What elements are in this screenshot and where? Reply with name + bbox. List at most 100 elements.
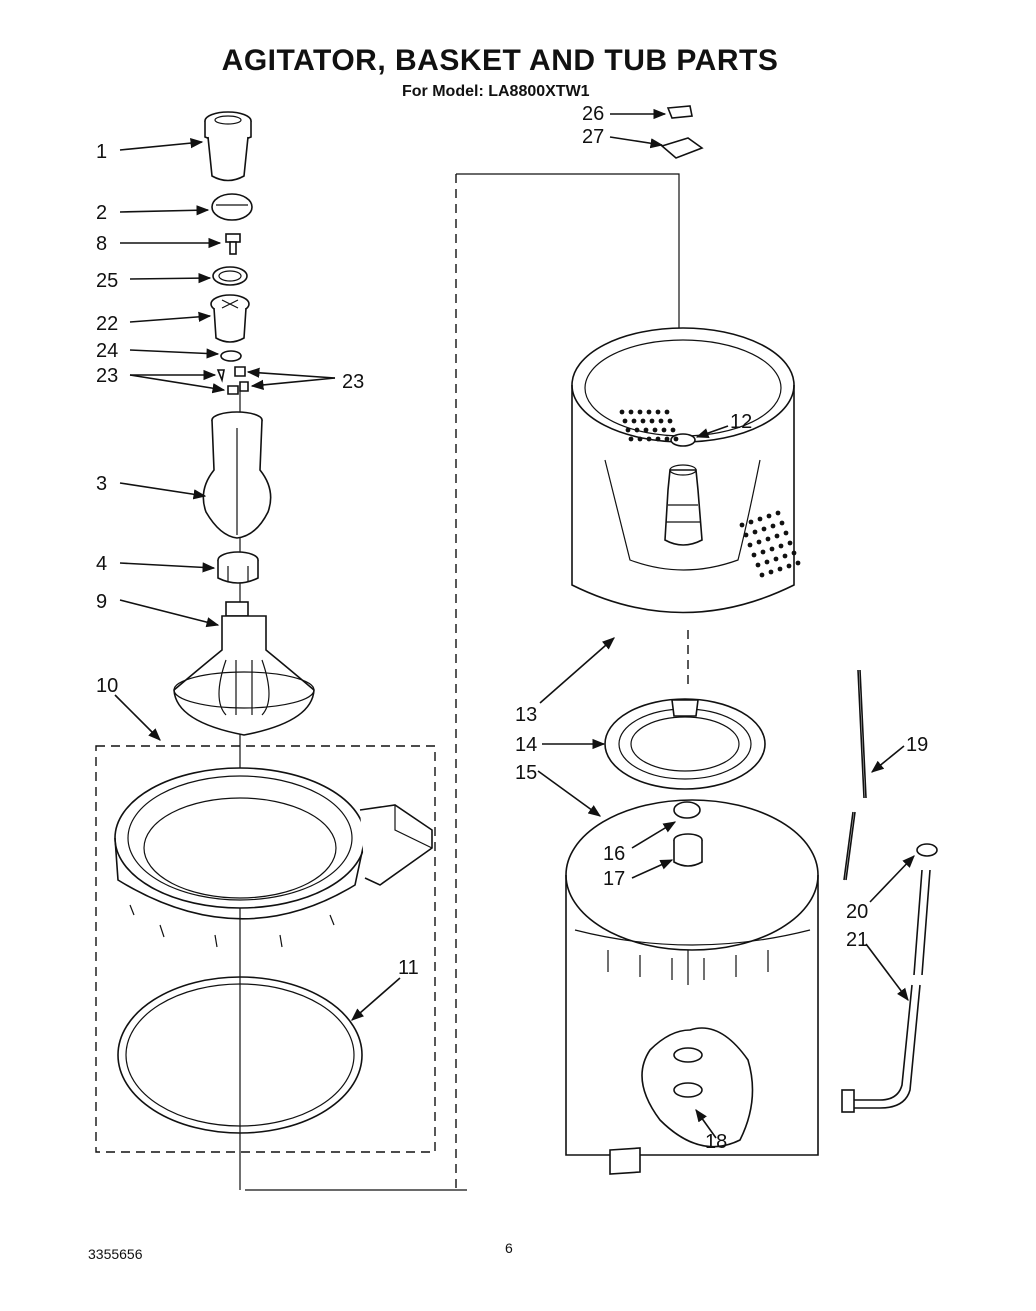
part-22-cam — [210, 294, 250, 343]
perforation-hole — [646, 436, 652, 442]
perforation-hole — [649, 418, 655, 424]
perforation-hole — [661, 427, 667, 433]
perforation-hole — [664, 436, 670, 442]
perforation-hole — [795, 560, 801, 566]
perforation-hole — [760, 549, 766, 555]
part-23-dogs — [216, 366, 249, 395]
perforation-hole — [643, 427, 649, 433]
perforation-hole — [770, 523, 776, 529]
callout-27: 27 — [582, 126, 604, 148]
perforation-hole — [619, 409, 625, 415]
basket-perforations — [619, 409, 801, 578]
part-2-cap-cover — [211, 193, 253, 221]
perforation-hole — [757, 516, 763, 522]
perforation-hole — [640, 418, 646, 424]
part-3-agitator-barrel — [202, 411, 272, 539]
perforation-hole — [775, 510, 781, 516]
part-9-agitator-base — [173, 601, 315, 736]
perforation-hole — [652, 427, 658, 433]
perforation-hole — [764, 559, 770, 565]
callout-21: 21 — [846, 929, 868, 951]
part-17-bearing — [673, 833, 703, 867]
perforation-hole — [637, 409, 643, 415]
perforation-hole — [628, 436, 634, 442]
perforation-hole — [751, 552, 757, 558]
part-10-tub-ring — [114, 767, 433, 948]
callout-2: 2 — [96, 202, 107, 224]
perforation-hole — [622, 418, 628, 424]
callout-19: 19 — [906, 734, 928, 756]
perforation-hole — [667, 418, 673, 424]
perforation-hole — [773, 556, 779, 562]
perforation-hole — [743, 532, 749, 538]
perforation-hole — [778, 543, 784, 549]
perforation-hole — [631, 418, 637, 424]
part-21-drain-hose — [841, 869, 931, 1113]
part-20-clamp — [916, 843, 938, 857]
document-number: 3355656 — [88, 1246, 143, 1262]
callout-23-right: 23 — [342, 371, 364, 393]
perforation-hole — [747, 542, 753, 548]
leader-arrows — [114, 108, 915, 1139]
perforation-hole — [670, 427, 676, 433]
callout-3: 3 — [96, 473, 107, 495]
part-11-tub-seal — [117, 976, 363, 1134]
callout-20: 20 — [846, 901, 868, 923]
model-subtitle: For Model: LA8800XTW1 — [402, 83, 590, 100]
page-number: 6 — [505, 1240, 513, 1256]
callout-14: 14 — [515, 734, 537, 756]
callout-8: 8 — [96, 233, 107, 255]
part-25-seal-ring — [212, 266, 248, 286]
callout-23-left: 23 — [96, 365, 118, 387]
perforation-hole — [766, 513, 772, 519]
callout-1: 1 — [96, 141, 107, 163]
part-24-retaining-ring — [220, 350, 242, 362]
perforation-hole — [783, 530, 789, 536]
perforation-hole — [673, 436, 679, 442]
perforation-hole — [655, 409, 661, 415]
callout-18: 18 — [705, 1131, 727, 1153]
part-26-clip — [666, 105, 693, 119]
perforation-hole — [786, 563, 792, 569]
perforation-hole — [628, 409, 634, 415]
perforation-hole — [759, 572, 765, 578]
callout-22: 22 — [96, 313, 118, 335]
perforation-hole — [634, 427, 640, 433]
perforation-hole — [739, 522, 745, 528]
part-4-coupling — [217, 551, 259, 584]
perforation-hole — [791, 550, 797, 556]
callout-12: 12 — [730, 411, 752, 433]
callout-13: 13 — [515, 704, 537, 726]
perforation-hole — [752, 529, 758, 535]
part-13-basket — [571, 327, 795, 614]
part-19-hose — [843, 669, 867, 881]
perforation-hole — [765, 536, 771, 542]
perforation-hole — [779, 520, 785, 526]
perforation-hole — [761, 526, 767, 532]
part-14-hub — [604, 698, 766, 790]
callout-10: 10 — [96, 675, 118, 697]
callout-4: 4 — [96, 553, 107, 575]
callout-11: 11 — [398, 957, 419, 979]
part-1-agitator-cap — [204, 111, 252, 182]
callout-16: 16 — [603, 843, 625, 865]
perforation-hole — [755, 562, 761, 568]
perforation-hole — [637, 436, 643, 442]
perforation-hole — [655, 436, 661, 442]
perforation-hole — [768, 569, 774, 575]
perforation-hole — [646, 409, 652, 415]
callout-25: 25 — [96, 270, 118, 292]
perforation-hole — [777, 566, 783, 572]
diagram-title: AGITATOR, BASKET AND TUB PARTS — [221, 44, 779, 77]
perforation-hole — [782, 553, 788, 559]
part-8-bolt — [225, 233, 241, 255]
callout-9: 9 — [96, 591, 107, 613]
callout-15: 15 — [515, 762, 537, 784]
callout-26: 26 — [582, 103, 604, 125]
perforation-hole — [787, 540, 793, 546]
perforation-hole — [774, 533, 780, 539]
perforation-hole — [625, 427, 631, 433]
callout-17: 17 — [603, 868, 625, 890]
